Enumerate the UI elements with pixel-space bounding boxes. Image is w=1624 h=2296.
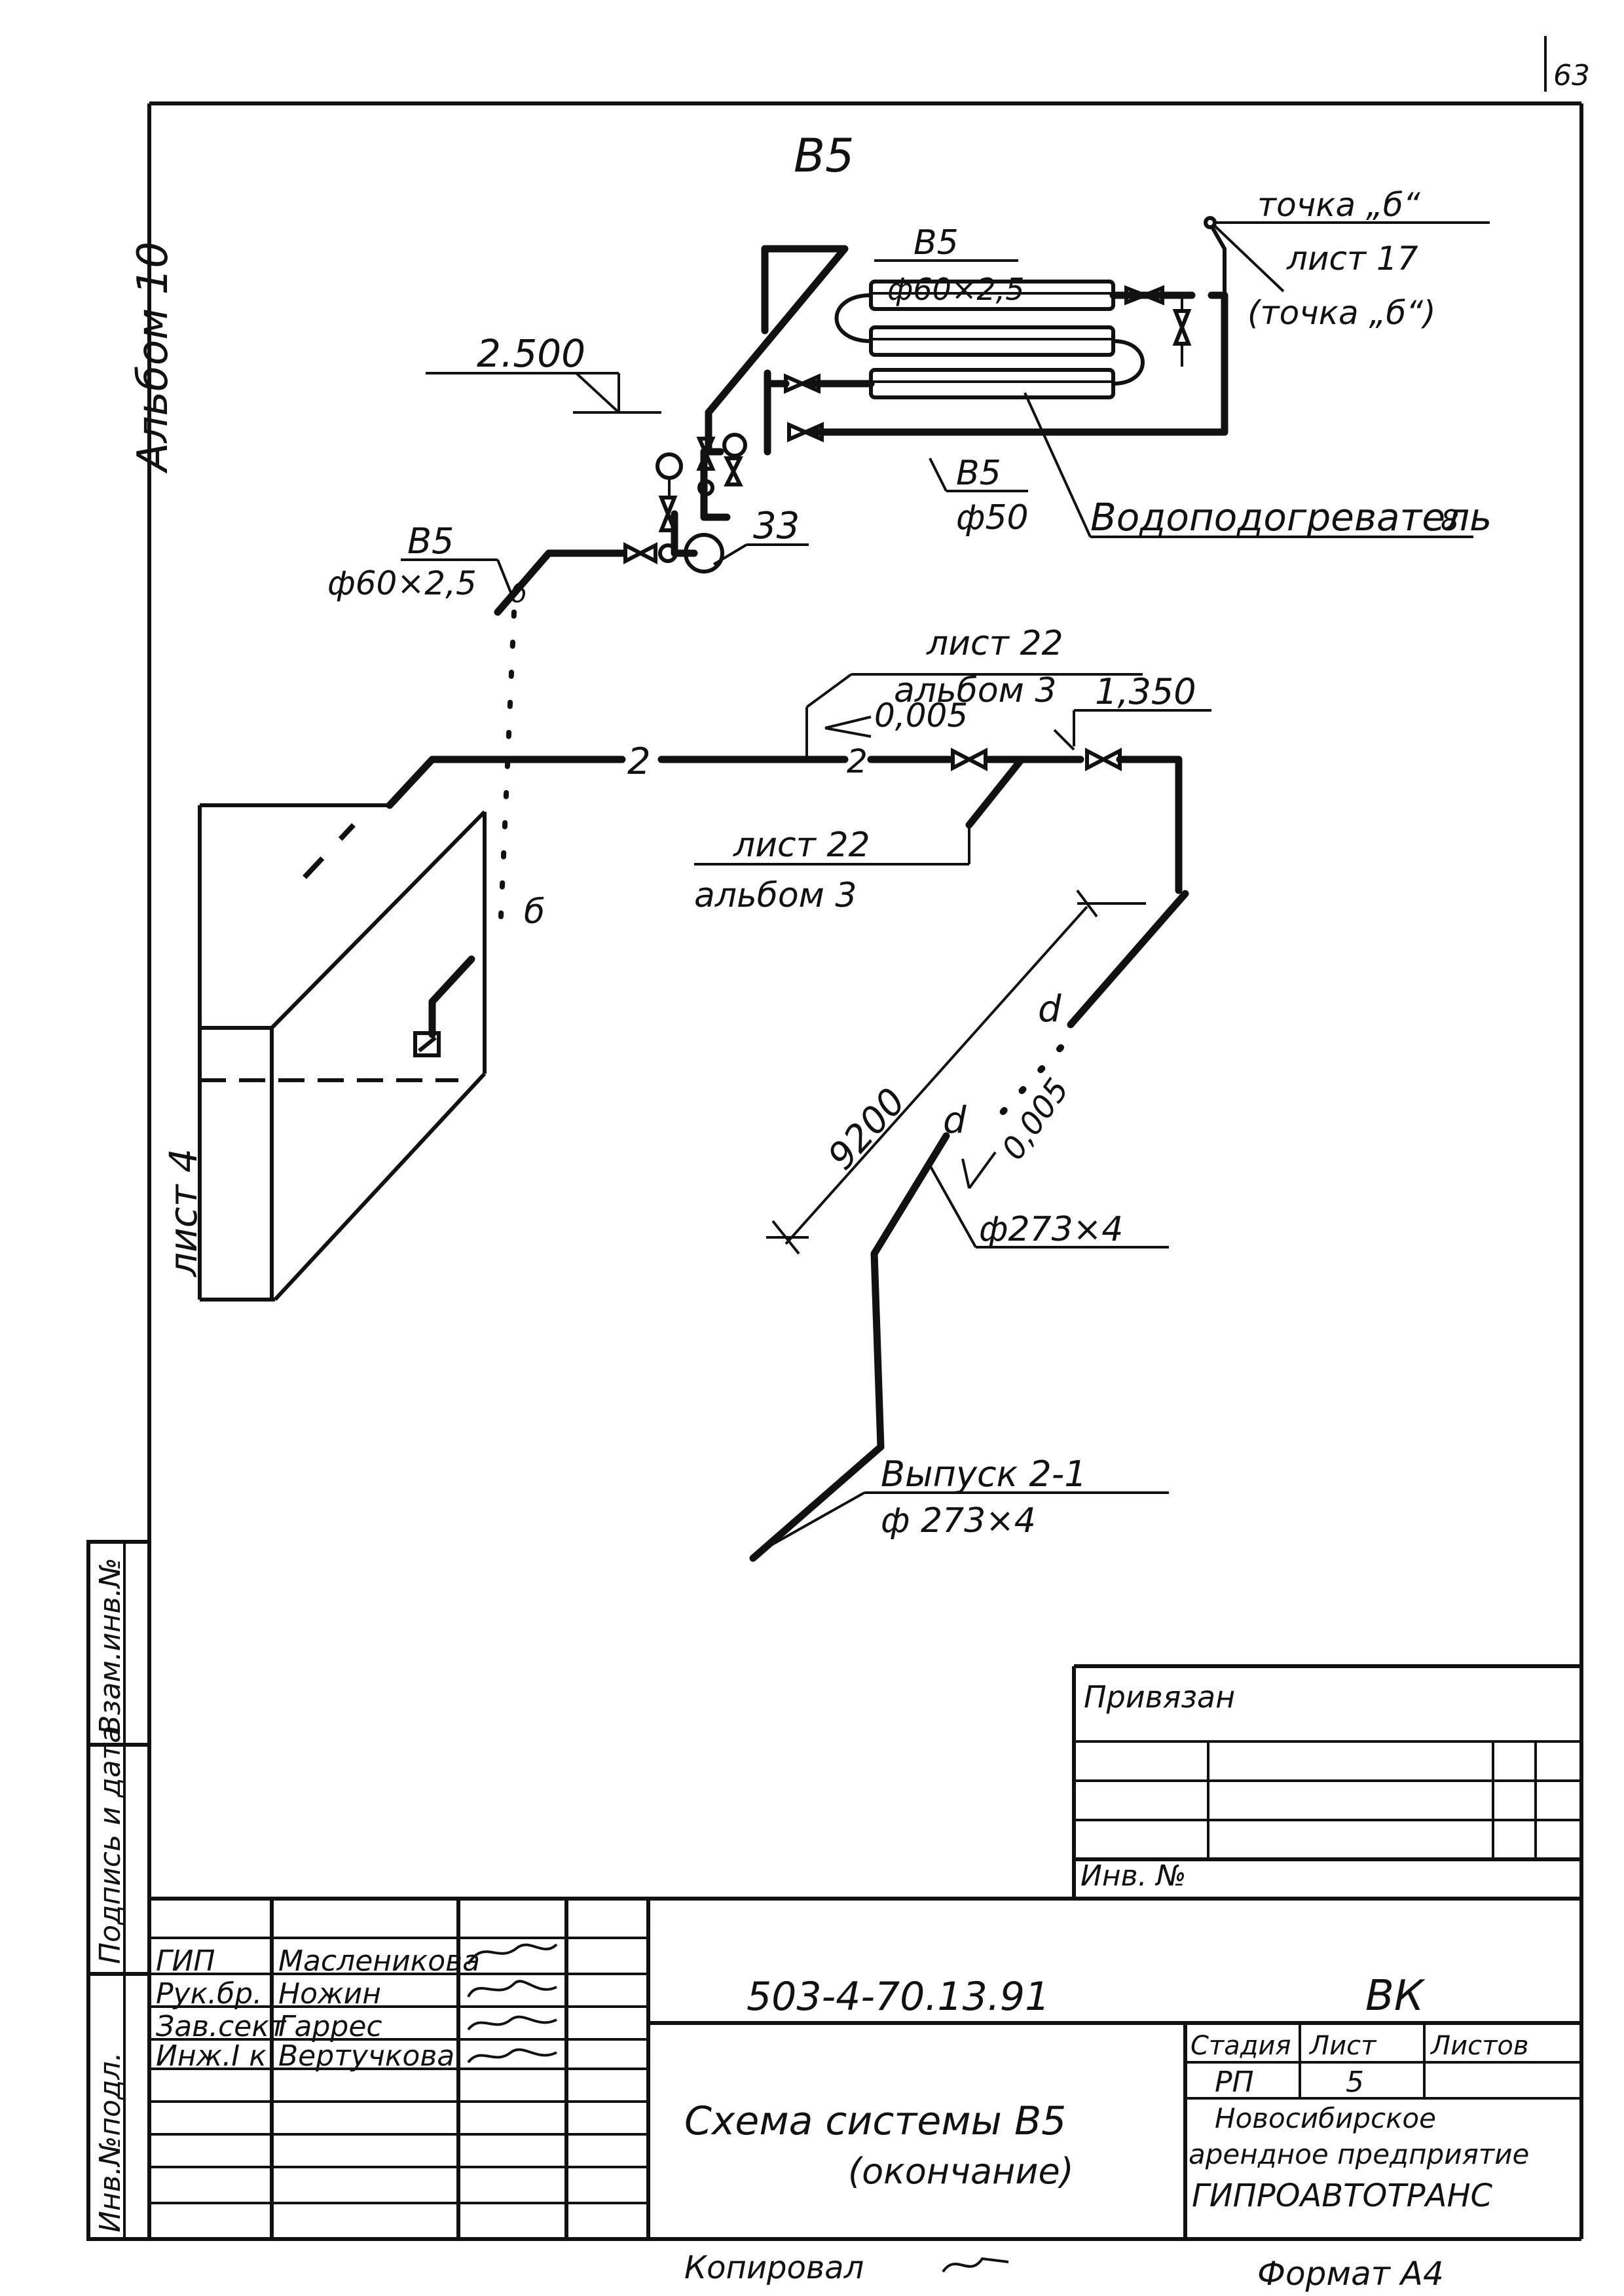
- album-3-upper: альбом 3: [894, 671, 1056, 710]
- b5-left-label: В5: [407, 520, 454, 562]
- name-2: Гаррес: [278, 2010, 382, 2043]
- list-17-label: лист 17: [1286, 240, 1418, 278]
- drawing-title-2: (окончание): [848, 2151, 1074, 2192]
- binding-block: [1072, 1664, 1581, 1899]
- dim-9200-label: 9200: [820, 1080, 914, 1178]
- schematic-upper: В5 ф60×2,5 2.500: [327, 186, 1492, 919]
- org-line-3: ГИПРОАВТОТРАНС: [1192, 2178, 1493, 2214]
- tochka-b2-label: (точка „б“): [1247, 294, 1436, 332]
- page-corner-number: 63: [1553, 59, 1590, 92]
- schematic-lower: d d 0,005 9200 ф273×4 Выпуск 2-1 ф 273×4: [749, 889, 1189, 1562]
- tank: [198, 803, 487, 1302]
- org-line-1: Новосибирское: [1215, 2102, 1436, 2134]
- binding-title: Привязан: [1084, 1679, 1235, 1715]
- pipe-60-left-label: ф60×2,5: [327, 564, 477, 602]
- title-block: [149, 1897, 1581, 2239]
- outlet-label: Выпуск 2-1: [881, 1453, 1087, 1495]
- binding-inv-label: Инв. №: [1080, 1859, 1186, 1893]
- side-sign-label: Подпись и дата: [94, 1726, 127, 1964]
- role-1: Рук.бр.: [156, 1977, 262, 2011]
- stage-value: РП: [1215, 2066, 1254, 2099]
- sheet-header: Лист: [1308, 2031, 1377, 2061]
- album-note: Альбом 10: [129, 242, 177, 474]
- level-1350-label: 1,350: [1095, 671, 1196, 712]
- heater-label: Водоподогреватель: [1090, 495, 1492, 539]
- point-b-lower: б: [524, 892, 545, 932]
- slope-0005-2-label: 0,005: [995, 1072, 1077, 1167]
- num-2-right: 2: [847, 742, 868, 780]
- side-inv-label: Инв.№подл.: [94, 2052, 127, 2232]
- org-line-2: арендное предприятие: [1189, 2138, 1529, 2170]
- list-22-upper: лист 22: [926, 624, 1063, 663]
- list-4-label: лист 4: [161, 1148, 206, 1277]
- pipe-273-label: ф273×4: [979, 1210, 1123, 1249]
- signatures: [467, 1943, 558, 2064]
- b5-top-label: В5: [913, 223, 959, 263]
- slope-0005-label: 0,005: [874, 697, 968, 735]
- d-lower-label: d: [943, 1099, 967, 1142]
- copied-label: Копировал: [684, 2250, 864, 2286]
- name-0: Масленикова: [278, 1944, 480, 1978]
- doc-mark: ВК: [1365, 1972, 1426, 2020]
- stage-header: Стадия: [1190, 2031, 1291, 2061]
- side-replace-label: Взам.инв.№: [94, 1558, 127, 1735]
- drawing-frame: [147, 101, 1583, 2241]
- num-2-left: 2: [627, 740, 651, 783]
- list-22-lower: лист 22: [733, 826, 870, 865]
- name-1: Ножин: [278, 1977, 381, 2011]
- heater-number: 8: [1441, 504, 1459, 538]
- sheets-header: Листов: [1430, 2031, 1528, 2061]
- copier-signature: [942, 2257, 1009, 2273]
- point-b-upper: б: [511, 579, 527, 609]
- pipe-60-top-label: ф60×2,5: [887, 272, 1025, 307]
- pipe-50-label: ф50: [956, 498, 1029, 538]
- b5-50-label: В5: [956, 454, 1001, 493]
- system-title: В5: [794, 129, 855, 183]
- role-0: ГИП: [156, 1944, 215, 1978]
- item-33-label: 33: [753, 505, 800, 547]
- sheet-value: 5: [1346, 2066, 1364, 2099]
- album-3-lower: альбом 3: [694, 876, 857, 915]
- tochka-b-label: точка „б“: [1257, 186, 1421, 224]
- drawing-title-1: Схема системы В5: [684, 2098, 1066, 2144]
- level-2500-label: 2.500: [477, 331, 585, 376]
- d-upper-label: d: [1038, 988, 1061, 1030]
- role-2: Зав.сект: [156, 2010, 287, 2043]
- name-3: Вертучкова: [278, 2039, 454, 2073]
- outlet-pipe-label: ф 273×4: [881, 1501, 1036, 1540]
- water-heater: [834, 280, 1145, 399]
- role-3: Инж.I к: [156, 2039, 267, 2073]
- doc-code: 503-4-70.13.91: [747, 1974, 1050, 2020]
- side-stamp: [86, 1540, 151, 2241]
- schematic-main: 2 2 лист 22 альбом 3 0,005 1,350 лист 22…: [386, 624, 1211, 915]
- format-label: Формат А4: [1257, 2255, 1444, 2293]
